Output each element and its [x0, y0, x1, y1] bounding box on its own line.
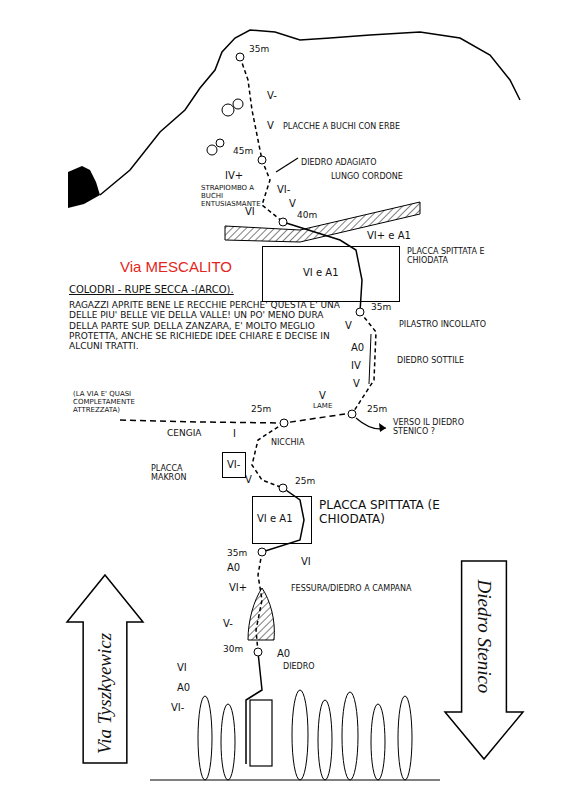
- pitch-length: 25m: [250, 404, 272, 414]
- tree-clump: [207, 145, 217, 155]
- belay-circle: [280, 419, 288, 427]
- hatched-ledge: [225, 202, 420, 242]
- route-label: PLACCHE A BUCHI CON ERBE: [282, 122, 401, 131]
- belay-circle: [258, 156, 266, 164]
- tree-clump: [216, 139, 224, 147]
- route-label: DIEDRO ADAGIATO: [300, 158, 378, 167]
- ground-line: [150, 780, 440, 781]
- route-label: FESSURA/DIEDRO A CAMPANA: [290, 584, 422, 593]
- pitch-box: PLACCA SPITTATA E CHIODATAVI e A1: [262, 246, 400, 302]
- pitch-length: 40m: [296, 210, 318, 220]
- grade-text: VI e A1: [303, 267, 339, 279]
- route-label: VI: [300, 556, 312, 568]
- belay-circle: [236, 53, 244, 61]
- cypress-group: [198, 690, 412, 780]
- belay-circle: [279, 218, 287, 226]
- tree-clump: [233, 99, 243, 109]
- cypress-tree: [398, 696, 412, 780]
- box-heading: PLACCA SPITTATA E CHIODATA: [407, 247, 487, 265]
- box-heading: PLACCA SPITTATA (E CHIODATA): [319, 499, 469, 527]
- route-label: VI+ e A1: [366, 230, 412, 242]
- route-label: RAGAZZI APRITE BENE LE RECCHIE PERCHE' Q…: [68, 300, 342, 352]
- belay-circle: [356, 308, 364, 316]
- pitch-length: 35m: [370, 302, 392, 312]
- grade-text: VI e A1: [257, 513, 293, 525]
- route-line: [252, 423, 284, 488]
- belay-circle: [254, 648, 262, 656]
- route-label: VI: [176, 662, 188, 674]
- pitch-length: 35m: [248, 44, 270, 54]
- diedro-line: [276, 158, 298, 172]
- route-label: VI+: [228, 582, 248, 594]
- belay-circle: [258, 548, 266, 556]
- pitch-box: VI-: [222, 452, 246, 478]
- route-label: VI-: [170, 702, 185, 714]
- route-label: LUNGO CORDONE: [330, 172, 404, 181]
- route-label: IV: [350, 360, 362, 372]
- pitch-length: 45m: [232, 146, 254, 156]
- route-label: V: [288, 198, 297, 210]
- route-title: Via MESCALITO: [118, 258, 234, 275]
- tree-clump: [222, 104, 234, 116]
- cypress-tree: [371, 704, 385, 780]
- route-label: V: [352, 378, 361, 390]
- route-label: DIEDRO: [282, 662, 316, 671]
- ledge-traverse: [120, 414, 345, 423]
- route-label: NICCHIA: [270, 438, 305, 447]
- route-label: V: [344, 320, 353, 332]
- route-label: PLACCA MAKRON: [150, 464, 204, 482]
- route-label: LAME: [312, 402, 333, 410]
- arrow-head: [379, 423, 386, 432]
- route-label: DIEDRO SOTTILE: [396, 356, 465, 365]
- pitch-length: 25m: [366, 404, 388, 414]
- route-label: (LA VIA E' QUASI COMPLETAMENTE ATTREZZAT…: [72, 390, 174, 414]
- base-pillar: [250, 700, 272, 766]
- route-label: VI: [244, 206, 256, 218]
- arrow-text: Via Tyszkyewicz: [95, 632, 116, 753]
- arrow-shape: [67, 575, 143, 763]
- crack-line: [369, 334, 371, 384]
- cypress-tree: [292, 690, 308, 780]
- pitch-box: PLACCA SPITTATA (E CHIODATA)VI e A1: [252, 496, 312, 544]
- direction-arrow-box: Diedro Stenico: [444, 560, 524, 760]
- route-label: V: [266, 120, 275, 132]
- route-label: VERSO IL DIEDRO STENICO ?: [392, 418, 476, 436]
- belay-group: [236, 53, 364, 656]
- cypress-tree: [221, 704, 235, 780]
- cypress-tree: [198, 696, 212, 780]
- pitch-length: 30m: [222, 644, 244, 654]
- route-label: CENGIA: [166, 428, 203, 438]
- arrow-text: Diedro Stenico: [473, 579, 494, 693]
- route-label: IV+: [224, 170, 244, 182]
- route-label: V-: [222, 618, 234, 630]
- pitch-length: 35m: [226, 548, 248, 558]
- route-label: COLODRI - RUPE SECCA -(ARCO).: [68, 284, 235, 296]
- belay-circle: [279, 484, 287, 492]
- route-label: VI-: [276, 184, 291, 196]
- route-label: A0: [276, 648, 291, 660]
- route-line: [256, 552, 262, 652]
- cliff-outline: [100, 30, 520, 195]
- cypress-tree: [318, 700, 332, 780]
- route-label: A0: [350, 342, 365, 354]
- pitch-length: 25m: [294, 476, 316, 486]
- route-label: V-: [266, 90, 278, 102]
- belay-circle: [348, 410, 356, 418]
- cypress-tree: [342, 692, 358, 780]
- grade-text: VI-: [227, 459, 240, 471]
- direction-arrow-box: Via Tyszkyewicz: [66, 574, 144, 764]
- route-label: V: [318, 390, 327, 402]
- route-label: A0: [226, 562, 241, 574]
- route-label: STRAPIOMBO A BUCHI ENTUSIASMANTE: [200, 184, 260, 208]
- dark-bush: [68, 166, 100, 208]
- route-label: A0: [176, 682, 191, 694]
- route-label: I: [232, 428, 237, 440]
- arrow-shape: [445, 561, 523, 759]
- route-line: [283, 222, 362, 312]
- route-label: PILASTRO INCOLLATO: [398, 320, 487, 329]
